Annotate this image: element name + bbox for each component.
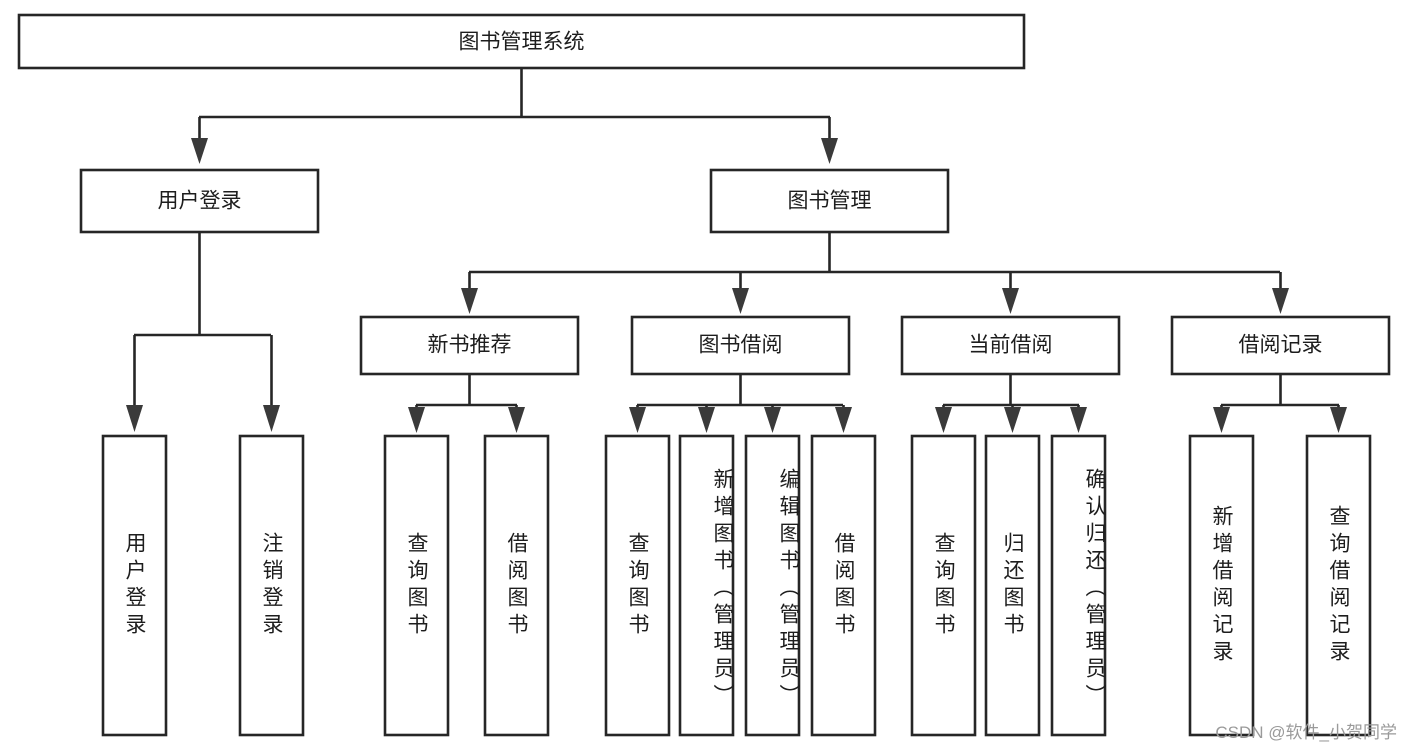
arrow-head-icon bbox=[698, 407, 715, 433]
arrow-head-icon bbox=[1002, 288, 1019, 314]
arrow-head-icon bbox=[764, 407, 781, 433]
node-borrow-records-label: 借阅记录 bbox=[1239, 334, 1323, 357]
arrow-head-icon bbox=[263, 405, 280, 432]
node-root-label: 图书管理系统 bbox=[459, 31, 585, 54]
node-new-book-recommend[interactable]: 新书推荐 bbox=[359, 315, 580, 376]
leaf-box-return-book[interactable] bbox=[984, 434, 1041, 737]
arrow-head-icon bbox=[408, 407, 425, 433]
leaf-box-query-book-2[interactable] bbox=[604, 434, 671, 737]
leaf-box-edit-book-admin[interactable] bbox=[744, 434, 801, 737]
arrow-head-icon bbox=[461, 288, 478, 314]
node-book-borrow-label: 图书借阅 bbox=[699, 334, 783, 357]
node-root[interactable]: 图书管理系统 bbox=[17, 13, 1026, 70]
node-borrow-records-box[interactable] bbox=[1170, 315, 1391, 376]
node-new-book-recommend-box[interactable] bbox=[359, 315, 580, 376]
connector-group-root-to-level2 bbox=[191, 68, 838, 164]
node-book-management-label: 图书管理 bbox=[788, 190, 872, 213]
leaf-box-query-borrow-record[interactable] bbox=[1305, 434, 1372, 737]
node-book-management-box[interactable] bbox=[709, 168, 950, 234]
node-book-borrow-box[interactable] bbox=[630, 315, 851, 376]
connector-group-borrow-to-leaves bbox=[629, 374, 852, 433]
leaf-box-borrow-book-1[interactable] bbox=[483, 434, 550, 737]
connector-group-records-to-leaves bbox=[1213, 374, 1347, 433]
leaf-box-query-book-1[interactable] bbox=[383, 434, 450, 737]
arrow-head-icon bbox=[126, 405, 143, 432]
arrow-head-icon bbox=[1330, 407, 1347, 433]
arrow-head-icon bbox=[1272, 288, 1289, 314]
leaf-box-add-book-admin[interactable] bbox=[678, 434, 735, 737]
leaf-box-borrow-book-2[interactable] bbox=[810, 434, 877, 737]
node-new-book-recommend-label: 新书推荐 bbox=[428, 334, 512, 357]
arrow-head-icon bbox=[821, 138, 838, 164]
leaf-box-logout[interactable] bbox=[238, 434, 305, 737]
node-current-borrow-label: 当前借阅 bbox=[969, 334, 1053, 357]
node-book-borrow[interactable]: 图书借阅 bbox=[630, 315, 851, 376]
node-book-management[interactable]: 图书管理 bbox=[709, 168, 950, 234]
leaf-box-query-book-3[interactable] bbox=[910, 434, 977, 737]
connector-group-newbook-to-leaves bbox=[408, 374, 525, 433]
arrow-head-icon bbox=[1070, 407, 1087, 433]
arrow-head-icon bbox=[935, 407, 952, 433]
arrow-head-icon bbox=[835, 407, 852, 433]
node-current-borrow[interactable]: 当前借阅 bbox=[900, 315, 1121, 376]
arrow-head-icon bbox=[1213, 407, 1230, 433]
node-user-login-label: 用户登录 bbox=[158, 190, 242, 213]
leaf-box-add-borrow-record[interactable] bbox=[1188, 434, 1255, 737]
node-current-borrow-box[interactable] bbox=[900, 315, 1121, 376]
node-user-login-box[interactable] bbox=[79, 168, 320, 234]
connector-group-userlogin-to-leaves bbox=[126, 232, 280, 432]
leaf-box-user-login[interactable] bbox=[101, 434, 168, 737]
connector-group-bookmgmt-to-level3 bbox=[461, 232, 1289, 314]
arrow-head-icon bbox=[1004, 407, 1021, 433]
leaf-boxes-group bbox=[101, 434, 1372, 737]
arrow-head-icon bbox=[629, 407, 646, 433]
node-borrow-records[interactable]: 借阅记录 bbox=[1170, 315, 1391, 376]
arrow-head-icon bbox=[508, 407, 525, 433]
connector-group-current-to-leaves bbox=[935, 374, 1087, 433]
csdn-watermark: CSDN @软件_小贺同学 bbox=[1215, 723, 1397, 742]
node-root-box[interactable] bbox=[17, 13, 1026, 70]
arrow-head-icon bbox=[191, 138, 208, 164]
leaf-box-confirm-return-admin[interactable] bbox=[1050, 434, 1107, 737]
arrow-head-icon bbox=[732, 288, 749, 314]
node-user-login[interactable]: 用户登录 bbox=[79, 168, 320, 234]
